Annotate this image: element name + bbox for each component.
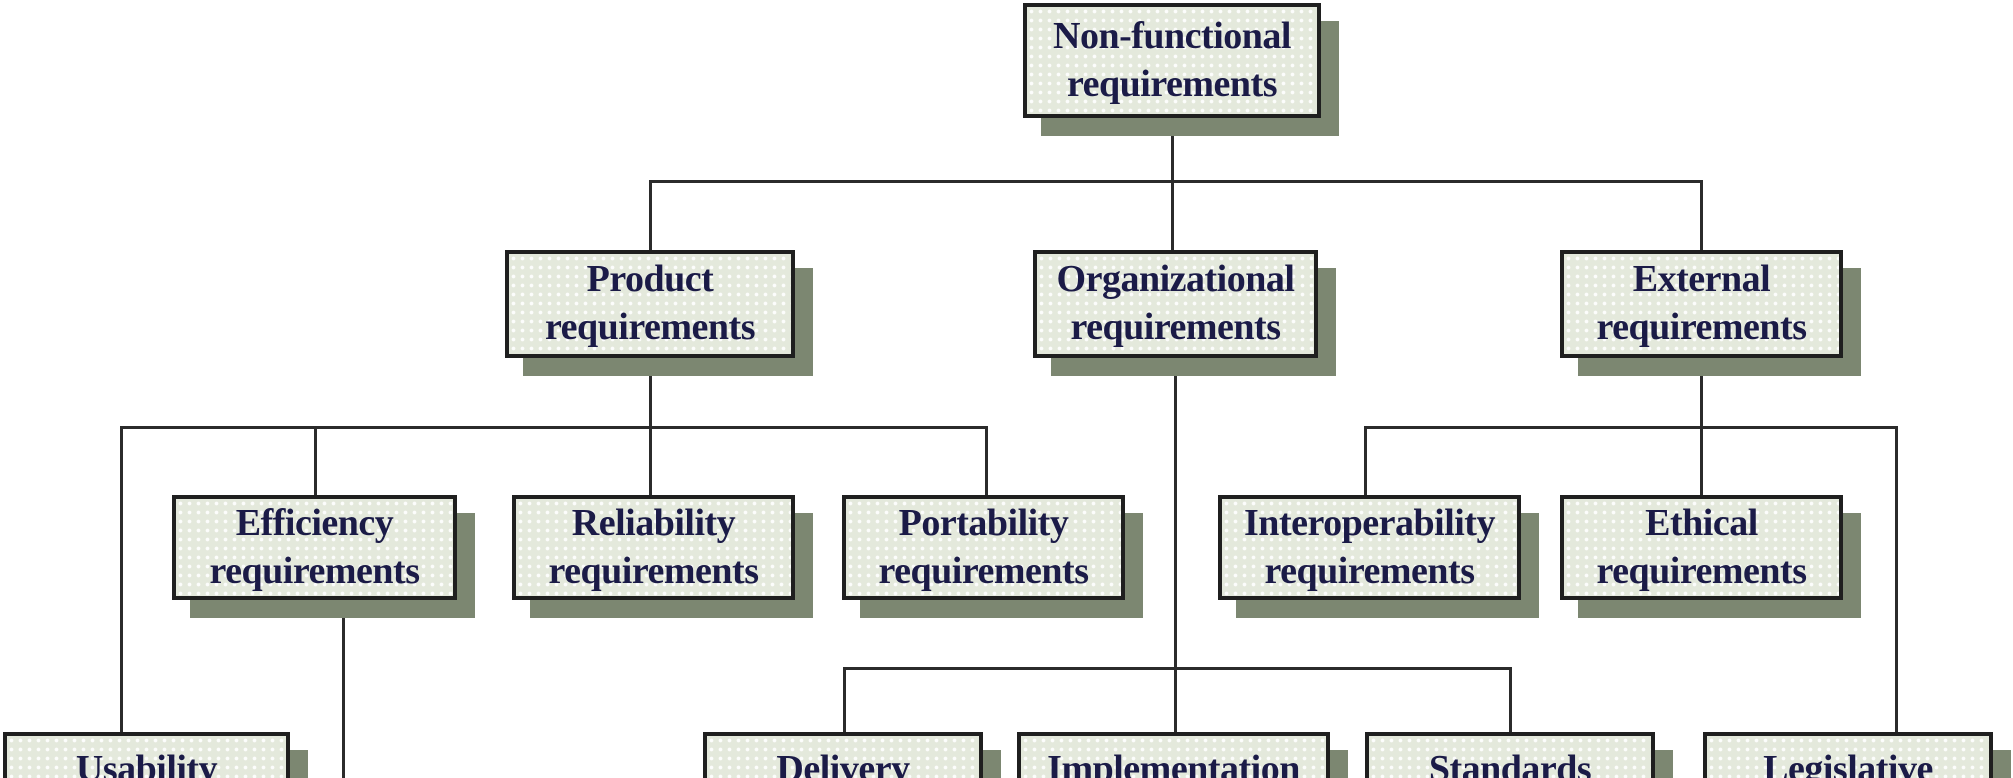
node-implementation-requirements: Implementation: [1017, 732, 1330, 778]
connector-organizational-stem: [1174, 358, 1177, 732]
node-label: Efficiency requirements: [209, 501, 420, 592]
node-label: Usability: [75, 748, 218, 778]
node-interoperability-requirements: Interoperability requirements: [1218, 495, 1521, 600]
node-usability-requirements: Usability: [3, 732, 290, 778]
node-label: Product requirements: [544, 258, 756, 348]
connector-drop-efficiency: [314, 426, 317, 495]
node-label: External requirements: [1596, 258, 1807, 348]
node-non-functional-requirements: Non-functional requirements: [1023, 3, 1321, 118]
node-label: Interoperability requirements: [1244, 501, 1495, 592]
connector-external-horizontal: [1364, 426, 1898, 429]
node-delivery-requirements: Delivery: [703, 732, 983, 778]
node-label: Ethical requirements: [1596, 501, 1807, 592]
connector-product-horizontal: [120, 426, 988, 429]
node-reliability-requirements: Reliability requirements: [512, 495, 795, 600]
connector-drop-usability: [120, 426, 123, 732]
node-organizational-requirements: Organizational requirements: [1033, 250, 1318, 358]
node-product-requirements: Product requirements: [505, 250, 795, 358]
connector-root-stem: [1171, 118, 1174, 182]
node-portability-requirements: Portability requirements: [842, 495, 1125, 600]
node-efficiency-requirements: Efficiency requirements: [172, 495, 457, 600]
node-label: Standards: [1428, 748, 1592, 778]
node-label: Legislative: [1763, 748, 1933, 778]
node-label: Delivery: [776, 748, 910, 778]
connector-drop-standards: [1509, 667, 1512, 732]
node-label: Portability requirements: [878, 501, 1089, 592]
connector-organizational-horizontal: [843, 667, 1512, 670]
node-label: Organizational requirements: [1056, 258, 1295, 348]
connector-drop-external: [1700, 180, 1703, 250]
node-label: Reliability requirements: [548, 501, 759, 592]
node-ethical-requirements: Ethical requirements: [1560, 495, 1843, 600]
connector-drop-legislative: [1895, 426, 1898, 732]
node-label: Implementation: [1047, 748, 1300, 778]
connector-drop-interoperability: [1364, 426, 1367, 495]
connector-drop-product: [649, 180, 652, 250]
connector-drop-portability: [985, 426, 988, 495]
node-legislative-requirements: Legislative: [1703, 732, 1993, 778]
connector-drop-delivery: [843, 667, 846, 732]
connector-efficiency-descender: [342, 600, 345, 778]
connector-level1-horizontal: [649, 180, 1703, 183]
node-standards-requirements: Standards: [1365, 732, 1655, 778]
node-label: Non-functional requirements: [1053, 14, 1291, 105]
connector-drop-organizational: [1171, 180, 1174, 250]
node-external-requirements: External requirements: [1560, 250, 1843, 358]
